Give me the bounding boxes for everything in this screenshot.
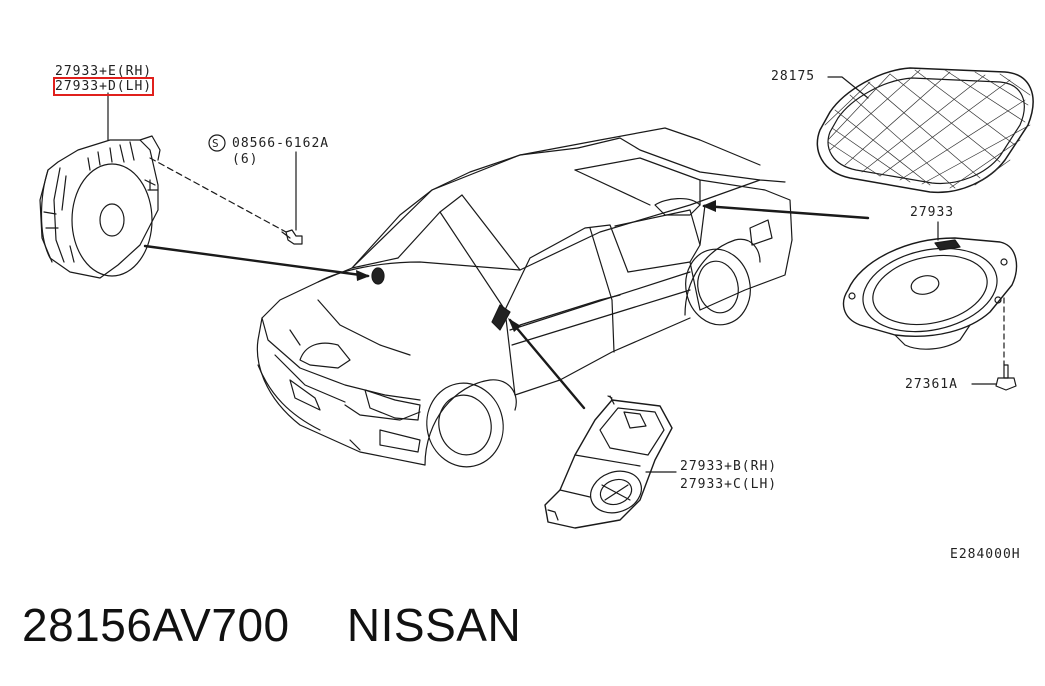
label-grille: 28175 [771,69,816,84]
footer-part-number: 28156AV700 [22,599,290,651]
highlighted-part-box: 27933+D(LH) [52,77,155,96]
front-speaker-illustration [39,135,161,279]
footer-brand: NISSAN [346,599,522,651]
pointer-arrows [143,204,870,410]
label-front-speaker-rh: 27933+E(RH) [55,64,153,79]
label-screw-qty: (6) [232,152,259,167]
label-door-speaker-lh: 27933+C(LH) [680,477,778,492]
footer-caption: 28156AV700 NISSAN [22,598,521,652]
door-speaker-illustration [544,395,673,529]
label-front-speaker-lh: 27933+D(LH) [52,77,155,96]
label-rear-speaker: 27933 [910,205,955,220]
drawing-code: E284000H [950,547,1021,562]
label-screw-symbol: S [212,137,220,150]
screw-illustrations [281,229,1017,391]
speaker-grille-illustration [816,67,1034,194]
label-door-speaker-rh: 27933+B(RH) [680,459,778,474]
leader-lines [107,76,1005,473]
arrow-heads [356,200,716,332]
car-outline [256,127,793,468]
label-rear-screw: 27361A [905,377,958,392]
rear-speaker-illustration [842,237,1018,350]
label-screw-part: 08566-6162A [232,136,330,151]
screw-symbol-circle [208,134,226,152]
